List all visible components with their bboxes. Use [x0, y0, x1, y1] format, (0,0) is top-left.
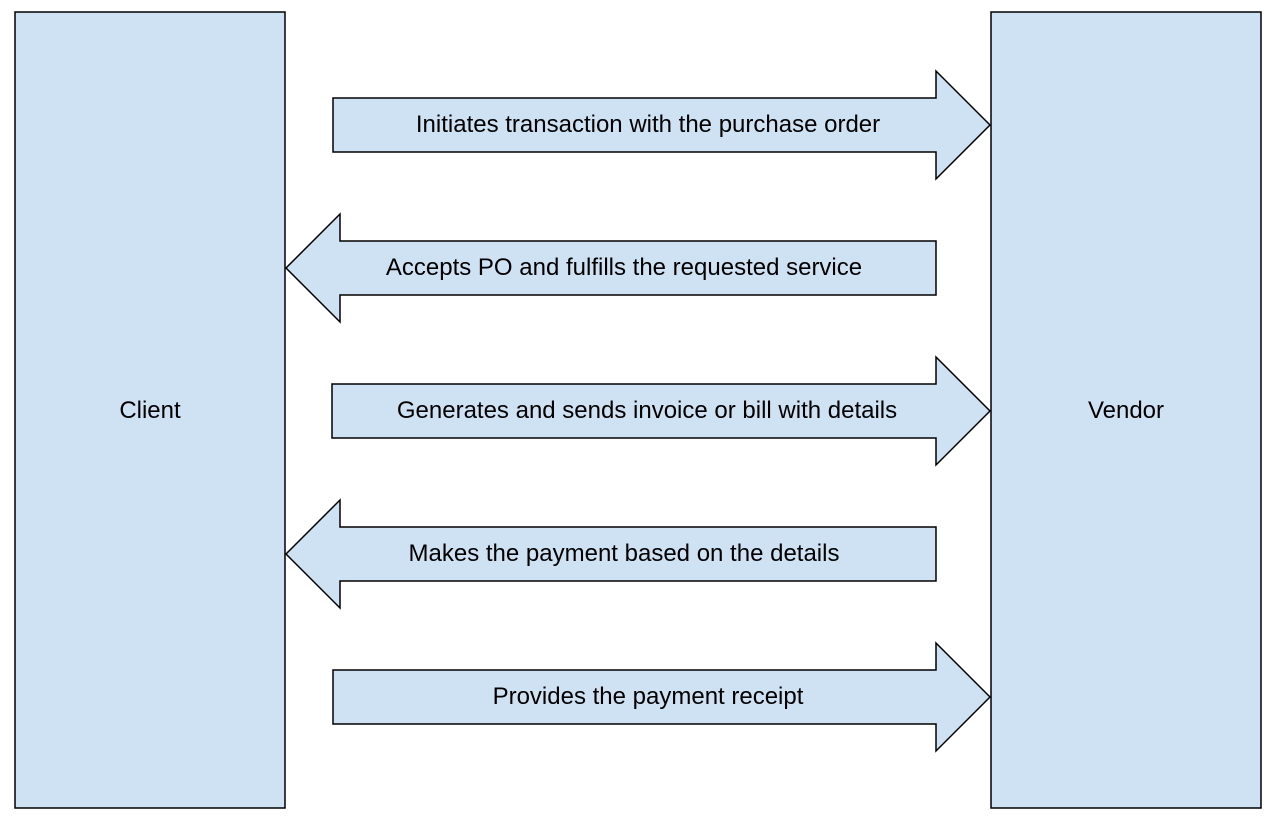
vendor-box: Vendor [990, 11, 1262, 809]
arrow-right-shape [332, 69, 992, 181]
client-box-rect [14, 11, 286, 809]
arrow-left-shape [284, 212, 937, 324]
message-label: Generates and sends invoice or bill with… [397, 397, 897, 424]
message-label: Makes the payment based on the details [409, 540, 840, 567]
message-label: Accepts PO and fulfills the requested se… [386, 254, 862, 281]
client-label: Client [119, 397, 181, 424]
vendor-box-rect [990, 11, 1262, 809]
message-arrow-4: Makes the payment based on the details [284, 498, 937, 610]
message-arrow-5: Provides the payment receipt [332, 641, 992, 753]
arrow-left-shape [284, 498, 937, 610]
message-arrow-3: Generates and sends invoice or bill with… [331, 355, 992, 467]
message-arrow-1: Initiates transaction with the purchase … [332, 69, 992, 181]
message-label: Initiates transaction with the purchase … [416, 111, 880, 138]
vendor-label: Vendor [1088, 397, 1164, 424]
arrow-right-shape [332, 641, 992, 753]
message-arrow-2: Accepts PO and fulfills the requested se… [284, 212, 937, 324]
client-box: Client [14, 11, 286, 809]
message-label: Provides the payment receipt [493, 683, 804, 710]
arrow-right-shape [331, 355, 992, 467]
